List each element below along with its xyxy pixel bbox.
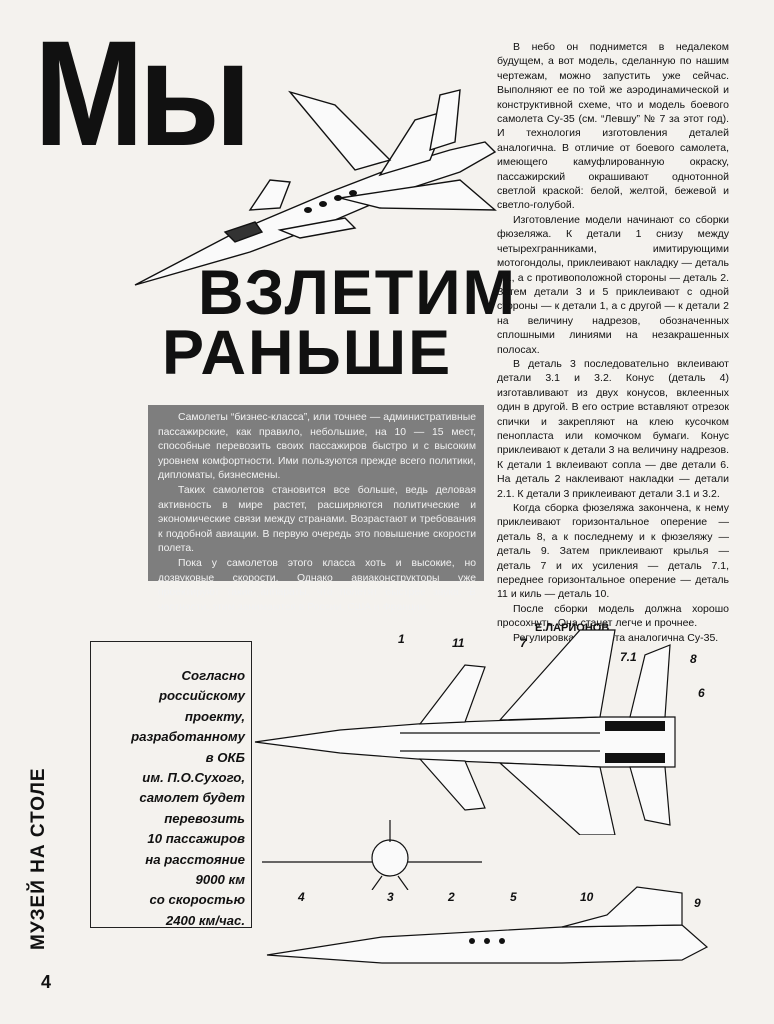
part-label: 5 xyxy=(510,890,517,904)
intro-paragraph: Пока у самолетов этого класса хоть и выс… xyxy=(158,557,476,613)
quote-box: Согласно российскому проекту, разработан… xyxy=(90,641,252,928)
title-line-1: Мы xyxy=(34,9,251,177)
part-label: 1 xyxy=(398,632,405,646)
part-label: 11 xyxy=(452,636,465,650)
quote-line: российскому xyxy=(158,688,245,704)
section-rubric: МУЗЕЙ НА СТОЛЕ xyxy=(28,767,49,950)
title-line-3: раньше xyxy=(162,318,453,388)
body-paragraph: Изготовление модели начинают со сборки ф… xyxy=(497,213,729,356)
part-label: 8 xyxy=(690,652,697,666)
part-label: 9 xyxy=(694,896,701,910)
quote-line: со скоростью xyxy=(149,892,245,908)
title-line-2: взлетим xyxy=(198,258,518,328)
quote-line: 10 пассажиров xyxy=(147,831,245,847)
body-paragraph: Регулировка ее полета аналогична Су-35. xyxy=(513,631,719,644)
quote-line: Согласно xyxy=(181,668,245,683)
page-number: 4 xyxy=(41,972,52,992)
part-label: 7 xyxy=(520,636,528,650)
quote-line: на расстояние xyxy=(145,851,245,867)
quote-line: самолет будет xyxy=(139,790,245,806)
part-label: 4 xyxy=(297,890,305,904)
quote-line: 2400 км/час. xyxy=(165,912,245,928)
quote-line: проекту, xyxy=(184,708,245,724)
body-paragraph: В небо он поднимется в недалеком будущем… xyxy=(497,41,729,212)
quote-line: 9000 км xyxy=(195,872,245,888)
part-label: 3 xyxy=(387,890,394,904)
part-label: 2 xyxy=(447,890,455,904)
body-paragraph: В деталь 3 последовательно вклеивают дет… xyxy=(497,357,729,500)
quote-line: перевозить xyxy=(164,810,245,826)
body-paragraph: Когда сборка фюзеляжа закончена, к нему … xyxy=(497,502,729,601)
quote-line: в ОКБ xyxy=(205,749,245,765)
top-view-drawing: 1 11 7 7.1 8 6 xyxy=(254,629,705,835)
article-body: В небо он поднимется в недалеком будущем… xyxy=(497,40,729,645)
part-label: 7.1 xyxy=(620,650,637,664)
aircraft-illustration xyxy=(134,89,497,286)
intro-paragraph: Самолеты “бизнес-класса”, или точнее — а… xyxy=(158,412,476,482)
intro-box: Самолеты “бизнес-класса”, или точнее — а… xyxy=(148,405,484,613)
body-paragraph: После сборки модель должна хорошо просох… xyxy=(497,602,729,630)
intro-paragraph: Таких самолетов становится все больше, в… xyxy=(158,484,476,555)
part-label: 10 xyxy=(580,890,594,904)
quote-line: разработанному xyxy=(131,729,245,745)
quote-line: им. П.О.Сухого, xyxy=(142,770,245,786)
part-label: 6 xyxy=(698,686,705,700)
side-view-drawing: 4 3 2 5 10 9 xyxy=(266,886,709,964)
front-view-drawing xyxy=(262,820,482,890)
